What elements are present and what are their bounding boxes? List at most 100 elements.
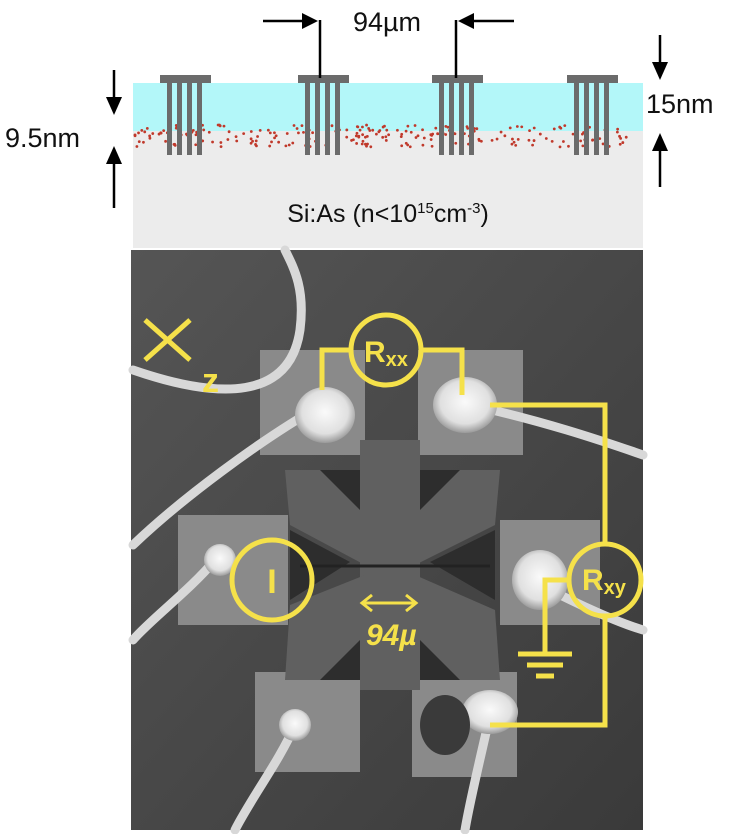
dopant-dot — [371, 128, 375, 132]
dopant-dot — [354, 134, 358, 138]
dopant-dot — [422, 136, 426, 140]
dopant-dot — [277, 140, 281, 144]
dopant-dot — [475, 127, 479, 131]
dopant-dot — [571, 132, 575, 136]
dopant-dot — [616, 127, 620, 131]
dopant-dot — [273, 136, 276, 140]
dopant-dot — [222, 124, 226, 128]
dopant-dot — [164, 139, 167, 143]
channel-width-label: 94µ — [366, 619, 417, 652]
dopant-dot — [148, 134, 152, 138]
dopant-dot — [135, 145, 139, 148]
dopant-dot — [444, 133, 448, 136]
dopant-dot — [591, 138, 594, 142]
dopant-dot — [365, 123, 368, 127]
dopant-dot — [558, 125, 562, 129]
dopant-dot — [366, 142, 369, 146]
dopant-dot — [430, 133, 434, 137]
dopant-dot — [292, 124, 296, 127]
rxx-label: Rxx — [364, 336, 408, 371]
dopant-dot — [619, 137, 623, 140]
dopant-dot — [532, 139, 536, 142]
dopant-dot — [256, 135, 259, 138]
dopant-dot — [444, 124, 448, 128]
dopant-dot — [159, 131, 163, 135]
dopant-dot — [618, 134, 621, 138]
dopant-dot — [258, 128, 262, 132]
dopant-dot — [226, 138, 230, 141]
rxy-label: Rxy — [582, 564, 627, 599]
dopant-dot — [364, 142, 367, 146]
dopant-dot — [140, 128, 144, 132]
dopant-dot — [510, 142, 514, 146]
dopant-dot — [219, 145, 223, 149]
dopant-dot — [266, 128, 270, 132]
ohmic-contact — [160, 75, 211, 155]
dopant-dot — [409, 130, 413, 134]
ground-icon — [518, 651, 572, 679]
dopant-dot — [567, 144, 570, 148]
dopant-dot — [345, 135, 349, 139]
dopant-dot — [454, 141, 458, 145]
dopant-dot — [499, 130, 503, 134]
dopant-dot — [142, 140, 145, 144]
dopant-dot — [311, 131, 315, 135]
dopant-dot — [453, 132, 457, 136]
dopant-dot — [368, 129, 372, 132]
dopant-dot — [434, 126, 438, 130]
dopant-dot — [538, 132, 542, 136]
dopant-dot — [194, 143, 198, 147]
dopant-dot — [274, 134, 278, 138]
dopant-dot — [365, 144, 368, 148]
dopant-dot — [601, 142, 605, 146]
dopant-dot — [532, 126, 536, 130]
dopant-dot — [249, 137, 253, 141]
current-label: I — [267, 563, 276, 601]
dopant-dot — [399, 135, 403, 138]
dopant-dot — [514, 143, 518, 147]
dopant-dot — [385, 128, 389, 132]
dopant-dot — [531, 143, 534, 147]
dopant-dot — [384, 135, 388, 139]
dopant-dot — [251, 139, 254, 143]
dopant-dot — [295, 127, 299, 130]
dopant-dot — [249, 141, 253, 145]
dopant-dot — [361, 139, 365, 143]
double-arrow-icon — [359, 593, 419, 613]
dopant-dot — [219, 141, 223, 144]
dopant-dot — [527, 138, 531, 142]
dopant-dot — [355, 142, 359, 145]
dopant-dot — [367, 127, 371, 130]
dopant-dot — [618, 142, 622, 146]
dopant-dot — [558, 145, 562, 149]
dopant-dot — [270, 140, 273, 144]
dopant-dot — [520, 125, 524, 129]
dopant-dot — [302, 130, 305, 134]
dopant-dot — [254, 139, 258, 143]
dopant-dot — [255, 144, 258, 148]
dopant-dot — [387, 133, 391, 137]
spacing-dimension — [263, 13, 514, 78]
rxx-meter — [348, 312, 424, 388]
dopant-dot — [235, 139, 239, 143]
dopant-dot — [143, 130, 147, 134]
dopant-dot — [211, 140, 214, 144]
dopant-dot — [151, 132, 155, 135]
thickness-label: 15nm — [646, 89, 714, 119]
dopant-dot — [495, 137, 499, 141]
dopant-dot — [227, 130, 231, 134]
dopant-dot — [615, 130, 619, 134]
dopant-dot — [598, 137, 602, 141]
dopant-dot — [404, 129, 408, 133]
dopant-dot — [145, 126, 149, 130]
dopant-dot — [477, 139, 481, 142]
dopant-dot — [218, 123, 221, 127]
dopant-dot — [356, 125, 360, 129]
dopant-dot — [365, 134, 369, 138]
dopant-dot — [162, 129, 166, 133]
dopant-dot — [479, 139, 483, 143]
dopant-dot — [436, 132, 439, 136]
dopant-dot — [430, 144, 434, 148]
dopant-dot — [381, 125, 385, 129]
dopant-dot — [285, 132, 289, 135]
